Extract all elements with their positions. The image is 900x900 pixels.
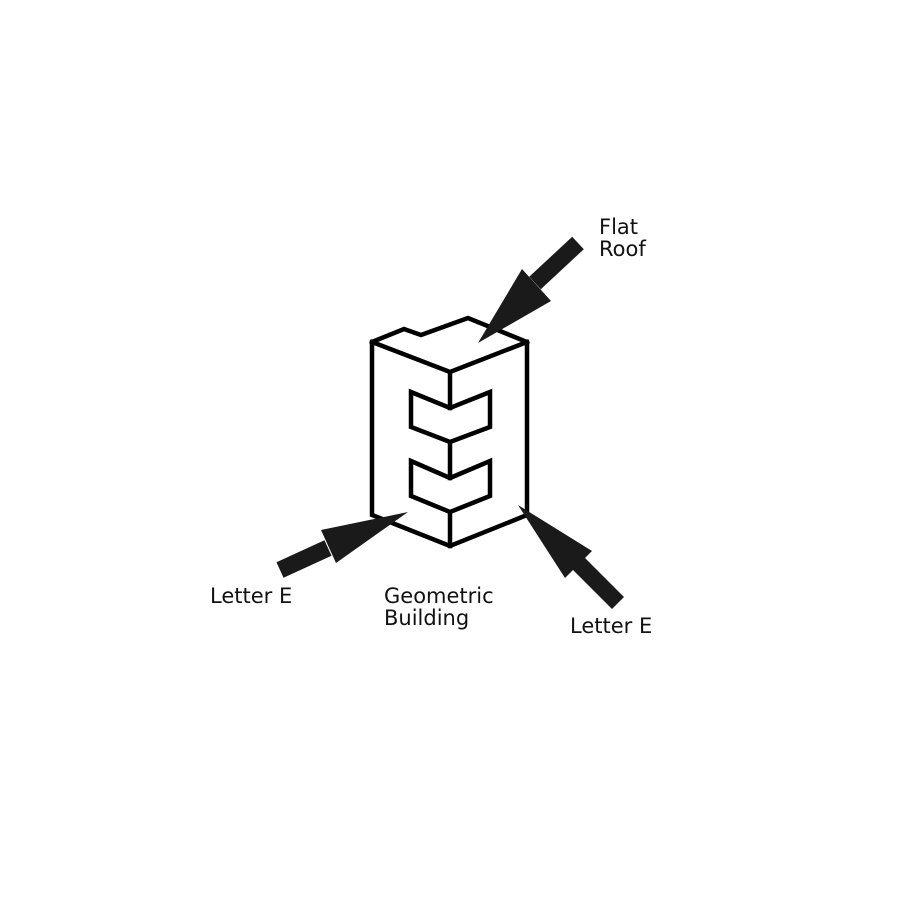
arrows	[276, 236, 625, 610]
arrow-letter-e-left-icon	[276, 512, 408, 578]
arrow-letter-e-right-icon	[518, 505, 625, 610]
label-geometric-building-line-2: Building	[384, 606, 470, 630]
label-geometric-building: Geometric Building	[384, 585, 494, 629]
lower-e-arm	[408, 457, 493, 515]
label-letter-e-left: Letter E	[210, 584, 293, 608]
arrow-flat-roof-icon	[478, 236, 584, 343]
label-letter-e-right: Letter E	[570, 614, 653, 638]
geometric-building-icon	[369, 315, 530, 549]
label-flat-roof-line-1: Flat	[599, 215, 639, 239]
roof-edge	[369, 339, 530, 375]
label-flat-roof: Flat Roof	[599, 216, 646, 260]
upper-e-arm	[408, 388, 493, 445]
label-geometric-building-line-1: Geometric	[384, 584, 494, 608]
label-flat-roof-line-2: Roof	[599, 237, 646, 261]
